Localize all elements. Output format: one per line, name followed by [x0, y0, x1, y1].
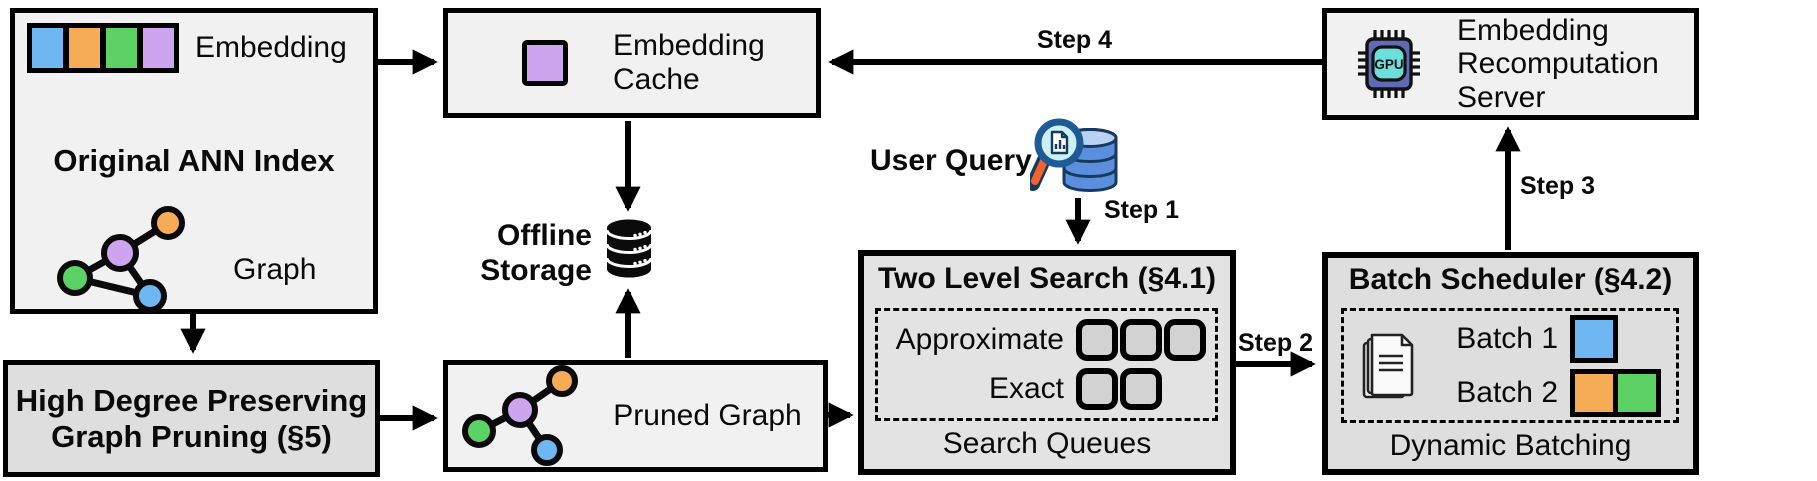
- queue-slot: [1120, 368, 1162, 411]
- step4-label: Step 4: [1037, 26, 1113, 54]
- step3-label: Step 3: [1520, 172, 1596, 200]
- dynamic-batching-label: Dynamic Batching: [1389, 429, 1632, 462]
- embedding-cache-box: Embedding Cache: [443, 8, 821, 118]
- cached-embedding-icon: [522, 40, 568, 86]
- two-level-search-title: Two Level Search (§4.1): [878, 262, 1216, 295]
- embedding-cache-label-line1: Embedding: [613, 29, 765, 63]
- ers-label-line3: Server: [1457, 80, 1546, 114]
- batch1-label: Batch 1: [1456, 321, 1558, 355]
- user-query-search-icon: [1030, 118, 1118, 193]
- step2-label: Step 2: [1238, 329, 1314, 357]
- user-query-label: User Query: [870, 144, 1032, 177]
- embedding-cache-label-line2: Cache: [613, 63, 700, 96]
- batch1-square-blue: [1575, 319, 1613, 358]
- approximate-row: Approximate: [884, 318, 1209, 361]
- embedding-cache-label: Embedding Cache: [613, 29, 765, 97]
- search-queues-label: Search Queues: [942, 427, 1152, 460]
- original-ann-index-title: Original ANN Index: [53, 143, 335, 178]
- exact-queue-slots: [1076, 368, 1162, 411]
- offline-storage-label-line2: Storage: [480, 253, 592, 287]
- embedding-row: Embedding: [27, 23, 347, 73]
- embedding-square-blue: [32, 28, 63, 68]
- exact-label: Exact: [988, 372, 1064, 406]
- queue-slot: [1076, 368, 1118, 411]
- pruned-graph-box: Pruned Graph: [443, 360, 828, 472]
- embedding-recomputation-server-box: GPU Embedding Recomputation Server: [1322, 8, 1699, 120]
- embedding-square-purple: [143, 28, 174, 68]
- exact-row: Exact: [884, 368, 1209, 411]
- ers-label-line2: Recomputation: [1457, 47, 1659, 81]
- batch2-row: Batch 2: [1418, 368, 1670, 417]
- offline-storage-label-line1: Offline: [497, 219, 592, 252]
- batch2-label: Batch 2: [1456, 375, 1558, 409]
- graph-icon: [57, 206, 185, 313]
- step1-label: Step 1: [1104, 196, 1180, 224]
- batch-scheduler-box: Batch Scheduler (§4.2) Batch 1: [1322, 252, 1699, 475]
- queue-slot: [1120, 318, 1162, 361]
- high-degree-pruning-title-line2: Graph Pruning (§5): [51, 418, 332, 454]
- batch2-squares-icon: [1570, 368, 1661, 417]
- batch2-square-green: [1618, 373, 1656, 412]
- pruned-graph-icon: [462, 365, 578, 466]
- graph-label: Graph: [233, 253, 317, 286]
- queue-slot: [1076, 318, 1118, 361]
- approximate-queue-slots: [1076, 318, 1206, 361]
- batch1-squares-icon: [1570, 314, 1618, 363]
- batch-scheduler-title: Batch Scheduler (§4.2): [1348, 263, 1673, 296]
- batch1-row: Batch 1: [1418, 314, 1670, 363]
- embedding-label: Embedding: [195, 31, 347, 64]
- batch2-square-orange: [1575, 373, 1613, 412]
- ers-label-line1: Embedding: [1457, 13, 1609, 47]
- search-queues-panel: Approximate Exact: [875, 308, 1218, 421]
- two-level-search-box: Two Level Search (§4.1) Approximate Exac…: [858, 250, 1236, 475]
- embedding-vector-icon: [27, 23, 179, 73]
- embedding-square-green: [106, 28, 137, 68]
- high-degree-pruning-title-line1: High Degree Preserving: [15, 382, 368, 418]
- gpu-chip-label: GPU: [1374, 57, 1403, 72]
- original-ann-index-box: Embedding Original ANN Index Graph: [10, 8, 378, 314]
- approximate-label: Approximate: [895, 322, 1064, 356]
- embedding-recomputation-server-label: Embedding Recomputation Server: [1457, 14, 1659, 115]
- offline-storage-label: Offline Storage: [430, 219, 592, 288]
- queue-slot: [1164, 318, 1206, 361]
- embedding-square-orange: [69, 28, 100, 68]
- dynamic-batching-panel: Batch 1 Batch 2: [1341, 308, 1679, 423]
- documents-icon: [1362, 333, 1414, 398]
- pruned-graph-label: Pruned Graph: [613, 399, 802, 432]
- batch-rows: Batch 1 Batch 2: [1418, 314, 1670, 417]
- offline-storage-icon: [605, 219, 653, 278]
- high-degree-pruning-box: High Degree Preserving Graph Pruning (§5…: [3, 360, 380, 477]
- gpu-chip-icon: GPU: [1358, 30, 1420, 98]
